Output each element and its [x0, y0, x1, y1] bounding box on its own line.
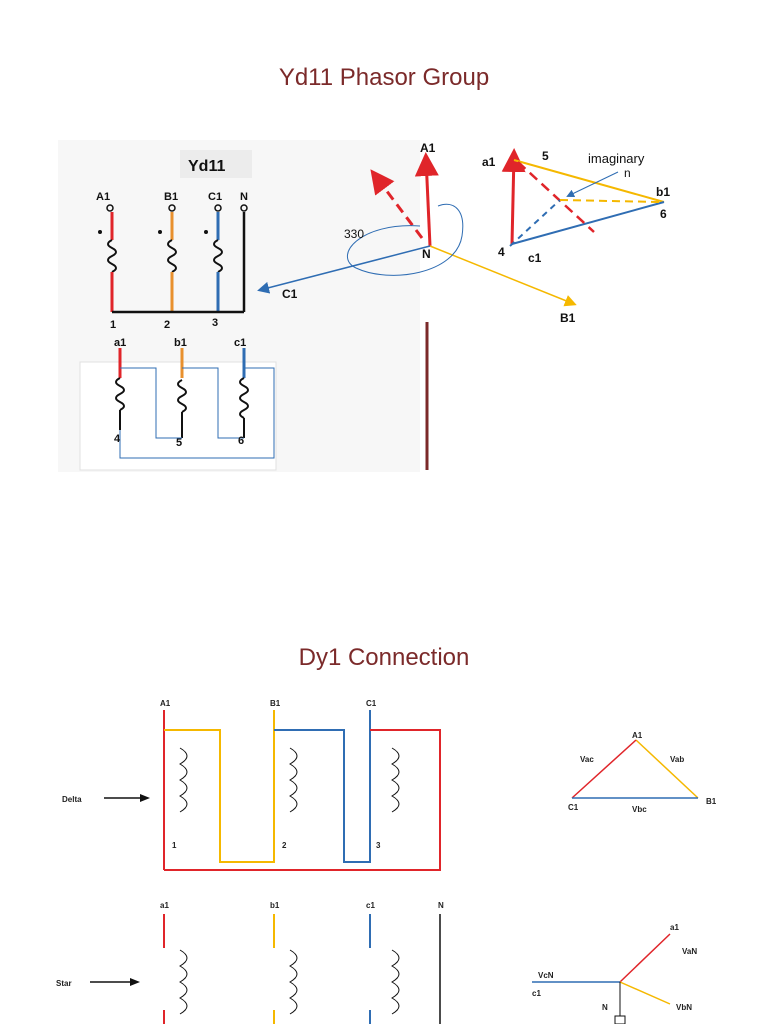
angle-330: 330 — [344, 227, 364, 241]
terminal-N: N — [240, 191, 248, 203]
dy1-terminal-b1: b1 — [270, 901, 280, 910]
secondary-c1: c1 — [234, 337, 246, 349]
dy1-star-c1: c1 — [532, 989, 541, 998]
yd11-winding-diagram: Yd11 A1 B1 C1 N 1 2 3 a1 b1 c1 — [58, 140, 420, 472]
terminal-C1: C1 — [208, 191, 222, 203]
delta-label: Delta — [62, 795, 82, 804]
delta-c1: c1 — [528, 251, 542, 265]
dy1-terminal-A1: A1 — [160, 699, 171, 708]
primary-num-3: 3 — [212, 317, 218, 329]
dy1-delta-phasor: A1 B1 C1 Vac Vab Vbc — [568, 731, 717, 814]
primary-num-2: 2 — [164, 319, 170, 331]
phasor-A1: A1 — [420, 141, 436, 155]
secondary-num-4: 4 — [114, 433, 121, 445]
dy1-delta-windings: A1 B1 C1 1 2 3 Delta — [62, 699, 441, 871]
dy1-star-VaN: VaN — [682, 947, 697, 956]
dy1-terminal-c1: c1 — [366, 901, 375, 910]
delta-b1: b1 — [656, 185, 670, 199]
primary-num-1: 1 — [110, 319, 116, 331]
phasor-B1: B1 — [560, 311, 576, 325]
dy1-star-VcN: VcN — [538, 971, 554, 980]
dy1-num-3: 3 — [376, 841, 381, 850]
phasor-N: N — [422, 247, 431, 261]
terminal-A1: A1 — [96, 191, 110, 203]
dy1-heading: Dy1 Connection — [298, 644, 470, 671]
dy1-num-1: 1 — [172, 841, 177, 850]
dy1-phasor-Vab: Vab — [670, 755, 684, 764]
secondary-b1: b1 — [174, 337, 187, 349]
secondary-num-6: 6 — [238, 435, 244, 447]
dy1-star-a1: a1 — [670, 923, 679, 932]
dy1-phasor-Vac: Vac — [580, 755, 594, 764]
dy1-star-phasor: a1 VaN VbN VcN c1 N — [532, 923, 697, 1024]
phasor-C1: C1 — [282, 287, 298, 301]
imaginary-n-label: n — [624, 166, 631, 180]
yd11-title: Yd11 — [188, 158, 225, 175]
delta-a1: a1 — [482, 155, 496, 169]
dy1-phasor-Vbc: Vbc — [632, 805, 647, 814]
dy1-terminal-a1: a1 — [160, 901, 169, 910]
secondary-a1: a1 — [114, 337, 126, 349]
secondary-num-5: 5 — [176, 437, 182, 449]
imaginary-label: imaginary — [588, 151, 645, 166]
dy1-star-N: N — [602, 1003, 608, 1012]
delta-6: 6 — [660, 207, 667, 221]
delta-4: 4 — [498, 245, 505, 259]
star-label: Star — [56, 979, 72, 988]
dy1-num-2: 2 — [282, 841, 287, 850]
dy1-star-VbN: VbN — [676, 1003, 692, 1012]
dy1-phasor-C1: C1 — [568, 803, 579, 812]
delta-5: 5 — [542, 149, 549, 163]
terminal-B1: B1 — [164, 191, 178, 203]
yd11-delta-phasor: a1 5 imaginary n b1 6 4 c1 — [482, 148, 670, 265]
dy1-phasor-A1: A1 — [632, 731, 643, 740]
dy1-phasor-B1: B1 — [706, 797, 717, 806]
dy1-terminal-B1: B1 — [270, 699, 281, 708]
yd11-heading: Yd11 Phasor Group — [278, 64, 490, 91]
dy1-star-windings: a1 b1 c1 N Star — [56, 901, 444, 1024]
dy1-terminal-N: N — [438, 901, 444, 910]
yd11-star-phasor: A1 N C1 B1 330 — [257, 141, 577, 325]
dy1-terminal-C1: C1 — [366, 699, 377, 708]
